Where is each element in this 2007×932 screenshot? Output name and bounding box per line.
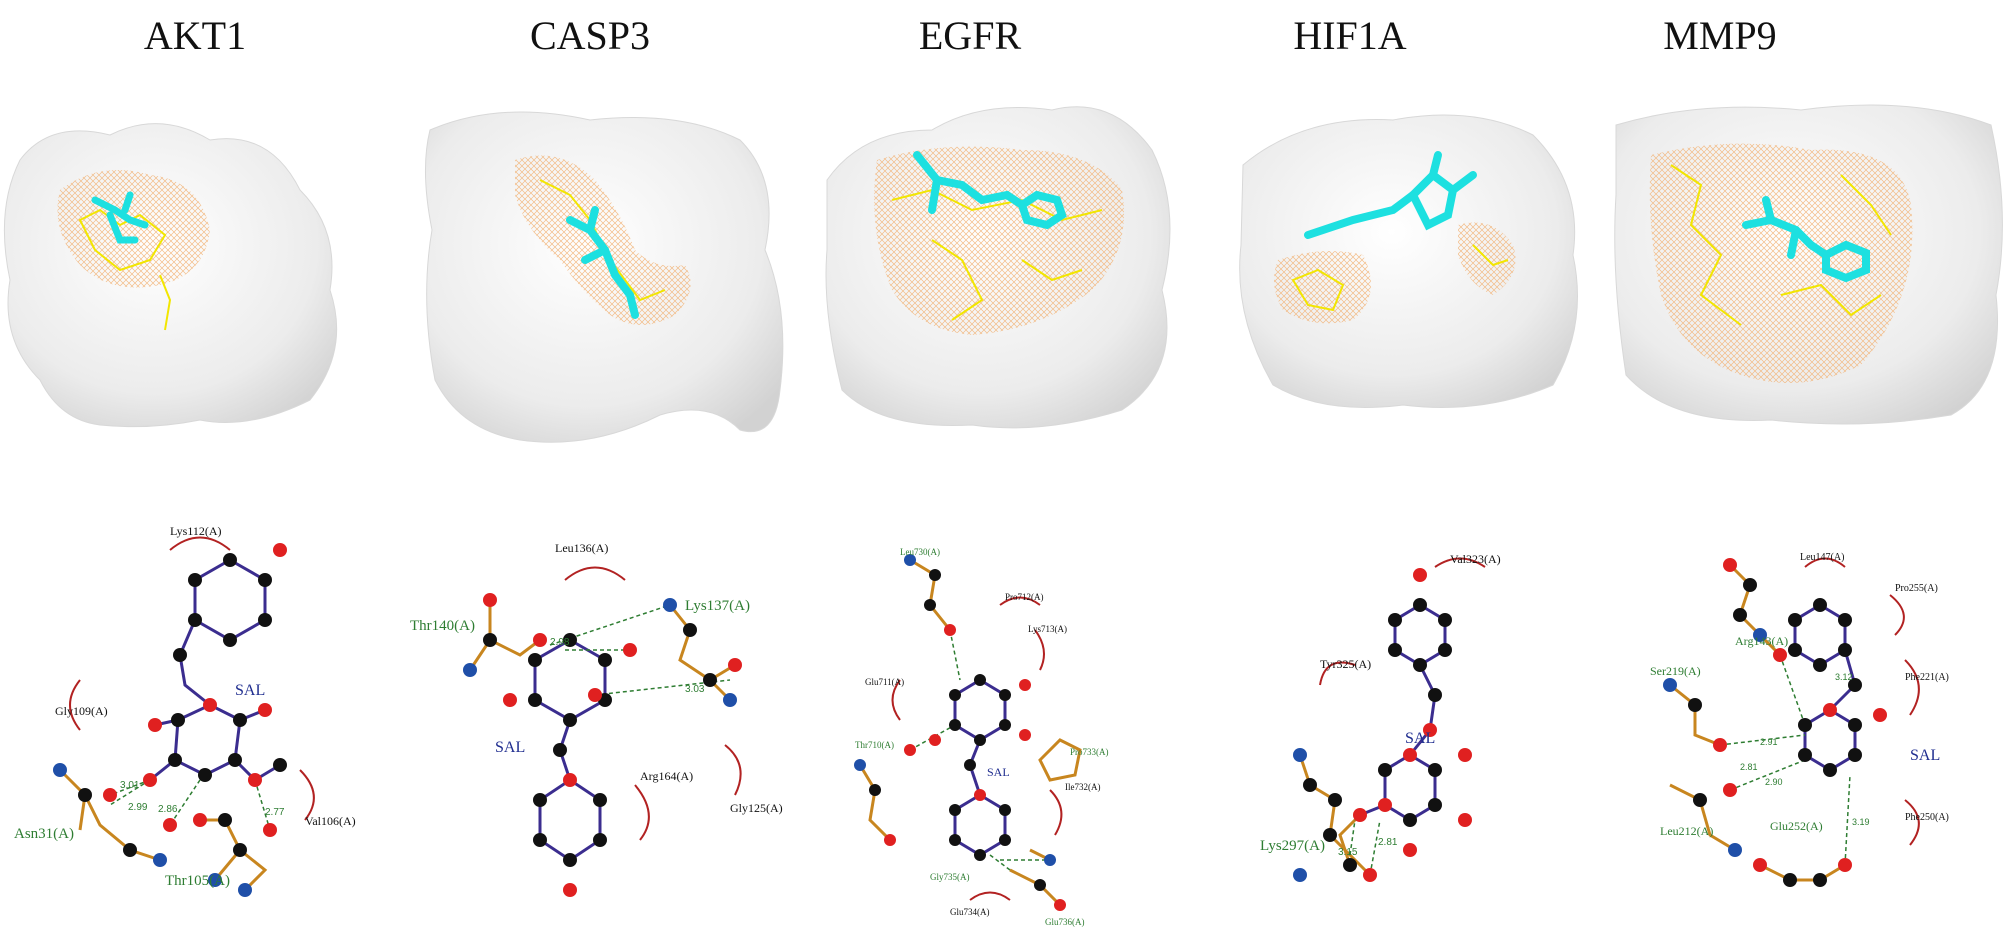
residue-label: Leu212(A) [1660, 824, 1713, 838]
residue-label: Thr710(A) [855, 740, 894, 750]
residue-label: Phe250(A) [1905, 812, 1949, 823]
panel-title-casp3: CASP3 [529, 13, 651, 58]
residue-label: Glu734(A) [950, 907, 990, 917]
distance-label: 3.12 [1835, 672, 1853, 682]
distance-label: 3.03 [685, 684, 705, 695]
distance-label: 3.01 [120, 780, 140, 791]
residue-label: Pro255(A) [1895, 583, 1938, 594]
residue-label: Leu147(A) [1800, 552, 1844, 563]
distance-label: 2.81 [1740, 762, 1758, 772]
residue-label: Arg143(A) [1735, 634, 1788, 648]
residue-label: Ser219(A) [1650, 664, 1701, 678]
residue-label: Thr105(A) [165, 873, 230, 889]
protein-surface-casp3 [420, 100, 790, 455]
ligand-label: SAL [1405, 730, 1435, 747]
distance-label: 3.19 [1852, 817, 1870, 827]
protein-surface-egfr [822, 90, 1182, 430]
residue-label: Arg164(A) [640, 769, 693, 783]
residue-label: Gly109(A) [55, 704, 108, 718]
distance-label: 2.81 [1378, 837, 1398, 848]
residue-label: Ile732(A) [1065, 782, 1101, 792]
residue-label: Val323(A) [1450, 552, 1501, 566]
protein-surface-akt1 [0, 100, 355, 430]
panel-title-akt1: AKT1 [143, 13, 247, 58]
residue-label: Lys713(A) [1028, 624, 1067, 634]
residue-label: Lys112(A) [170, 524, 222, 538]
interaction-plot-casp3: Leu136(A) Gly125(A) Arg164(A) Thr140(A) … [390, 540, 783, 920]
residue-label: Gly735(A) [930, 872, 970, 882]
residue-label: Glu711(A) [865, 677, 904, 687]
ligand-label: SAL [495, 739, 525, 756]
residue-label: Phe221(A) [1905, 672, 1949, 683]
residue-label: Gly125(A) [730, 801, 783, 815]
distance-label: 2.98 [550, 637, 570, 648]
interaction-plot-egfr: Leu730(A) Pro712(A) Lys713(A) Glu711(A) … [800, 547, 1160, 930]
residue-label: Thr140(A) [410, 618, 475, 634]
ligand-label: SAL [987, 765, 1010, 779]
panel-title-mmp9: MMP9 [1663, 13, 1777, 58]
distance-label: 2.99 [128, 802, 148, 813]
panel-title-hif1a: HIF1A [1293, 13, 1407, 58]
residue-label: Leu730(A) [900, 547, 940, 557]
distance-label: 3.15 [1338, 847, 1358, 858]
protein-surface-hif1a [1233, 95, 1593, 415]
residue-label: Glu736(A) [1045, 917, 1085, 927]
interaction-plot-mmp9: Leu147(A) Pro255(A) Phe221(A) Phe250(A) … [1640, 545, 2000, 925]
distance-label: 2.91 [1760, 737, 1778, 747]
distance-label: 2.90 [1765, 777, 1783, 787]
ligand-label: SAL [1910, 747, 1940, 764]
residue-label: Val106(A) [305, 814, 356, 828]
panel-title-egfr: EGFR [918, 13, 1022, 58]
interaction-plot-akt1: Lys112(A) Gly109(A) Val106(A) Asn31(A) T… [0, 520, 380, 920]
residue-label: Pro712(A) [1005, 592, 1044, 602]
protein-surface-mmp9 [1611, 95, 2007, 425]
residue-label: Pro733(A) [1070, 747, 1109, 757]
ligand-label: SAL [235, 682, 265, 699]
residue-label: Tyr325(A) [1320, 657, 1371, 671]
residue-label: Leu136(A) [555, 541, 608, 555]
residue-label: Lys297(A) [1260, 838, 1325, 854]
residue-label: Asn31(A) [14, 826, 74, 842]
interaction-plot-hif1a: Val323(A) Tyr325(A) Lys297(A) SAL 3.15 2… [1210, 545, 1580, 925]
distance-label: 2.77 [265, 807, 285, 818]
distance-label: 2.86 [158, 804, 178, 815]
residue-label: Lys137(A) [685, 598, 750, 614]
residue-label: Glu252(A) [1770, 819, 1823, 833]
